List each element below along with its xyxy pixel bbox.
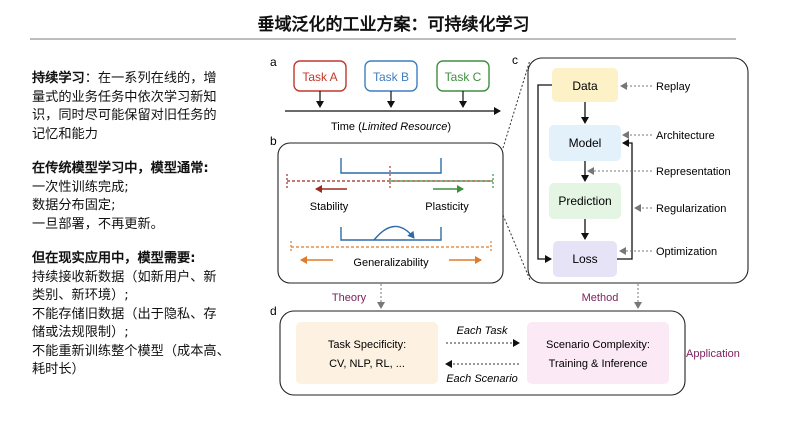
p3-heading: 但在现实应用中，模型需要: <box>32 251 196 266</box>
task-specificity-box <box>296 322 438 384</box>
p1-line-3: 记忆和能力 <box>32 126 98 142</box>
task-b-label: Task B <box>373 70 409 84</box>
generalizability-label: Generalizability <box>353 257 429 269</box>
generalizability-bracket <box>340 227 442 241</box>
loss-to-model-arrow <box>617 139 633 260</box>
panel-d: d Task Specificity: CV, NLP, RL, ... Sce… <box>270 304 740 396</box>
panel-a: a Task A Task B Task C Time (Limited Res… <box>270 55 501 133</box>
optimization-label: Optimization <box>656 246 717 258</box>
task-specificity-line2: CV, NLP, RL, ... <box>329 358 405 370</box>
loss-node-label: Loss <box>572 252 597 266</box>
p3-line-4: 不能重新训练整个模型（成本高、 <box>32 343 230 359</box>
representation-label: Representation <box>656 166 731 178</box>
task-specificity-line1: Task Specificity: <box>328 339 406 351</box>
panel-c: c Data Model Prediction Loss Replay Arch… <box>512 53 749 304</box>
scenario-complexity-box <box>527 322 669 384</box>
generalizability-curve-arrow <box>373 225 415 241</box>
p1-line-2: 识，同时尽可能保留对旧任务的 <box>32 108 217 123</box>
connector-bottom <box>502 214 531 281</box>
p1-heading: 持续学习 <box>32 71 85 86</box>
plasticity-label: Plasticity <box>425 201 469 213</box>
page-title: 垂域泛化的工业方案：可持续化学习 <box>257 15 530 35</box>
prediction-node-label: Prediction <box>558 194 611 208</box>
application-caption: Application <box>686 348 740 360</box>
p3-line-5: 耗时长） <box>32 362 85 377</box>
p2-line-0: 一次性训练完成; <box>32 179 129 195</box>
real-world-block: 但在现实应用中，模型需要: 持续接收新数据（如新用户、新 类别、新环境）; 不能… <box>32 250 272 380</box>
scenario-complexity-line1: Scenario Complexity: <box>546 339 650 351</box>
data-node-label: Data <box>572 79 598 93</box>
regularization-label: Regularization <box>656 203 726 215</box>
theory-box <box>277 142 504 284</box>
p3-line-2: 不能存储旧数据（出于隐私、存 <box>32 306 217 322</box>
panel-a-letter: a <box>270 55 277 69</box>
each-scenario-label: Each Scenario <box>446 373 518 385</box>
scenario-complexity-line2: Training & Inference <box>549 358 648 370</box>
p3-line-3: 储或法规限制）; <box>32 325 129 340</box>
panel-b-letter: b <box>270 134 277 148</box>
p2-line-2: 一旦部署，不再更新。 <box>32 216 164 232</box>
theory-caption: Theory <box>332 292 367 304</box>
task-a-label: Task A <box>302 70 337 84</box>
p2-line-1: 数据分布固定; <box>32 198 116 213</box>
panel-d-letter: d <box>270 304 277 318</box>
tradeoff-bracket <box>340 158 442 174</box>
replay-label: Replay <box>656 81 691 93</box>
p1-line-0: ：在一系列在线的，增 <box>84 71 217 86</box>
model-node-label: Model <box>569 136 602 150</box>
task-c-label: Task C <box>445 70 482 84</box>
each-task-label: Each Task <box>457 325 508 337</box>
panel-c-letter: c <box>512 53 518 67</box>
loss-node <box>553 241 617 277</box>
left-text-column: 持续学习：在一系列在线的，增 量式的业务任务中依次学习新知 识，同时尽可能保留对… <box>32 70 272 396</box>
connector-top <box>502 59 531 149</box>
data-node <box>552 68 618 102</box>
stability-label: Stability <box>310 201 349 213</box>
p3-line-1: 类别、新环境）; <box>32 288 129 303</box>
p1-line-1: 量式的业务任务中依次学习新知 <box>32 89 217 105</box>
prediction-node <box>549 183 621 219</box>
method-caption: Method <box>582 292 619 304</box>
data-to-loss-arrow <box>537 84 552 263</box>
panel-b: b Stability Plasticity Generalizability … <box>270 134 504 304</box>
time-axis-label: Time (Limited Resource) <box>331 121 451 133</box>
architecture-label: Architecture <box>656 130 715 142</box>
title-divider <box>30 38 736 40</box>
model-node <box>549 125 621 161</box>
p3-line-0: 持续接收新数据（如新用户、新 <box>32 269 217 285</box>
p2-heading: 在传统模型学习中，模型通常: <box>32 161 209 176</box>
continual-learning-definition: 持续学习：在一系列在线的，增 量式的业务任务中依次学习新知 识，同时尽可能保留对… <box>32 70 272 144</box>
traditional-learning-block: 在传统模型学习中，模型通常: 一次性训练完成; 数据分布固定; 一旦部署，不再更… <box>32 160 272 234</box>
